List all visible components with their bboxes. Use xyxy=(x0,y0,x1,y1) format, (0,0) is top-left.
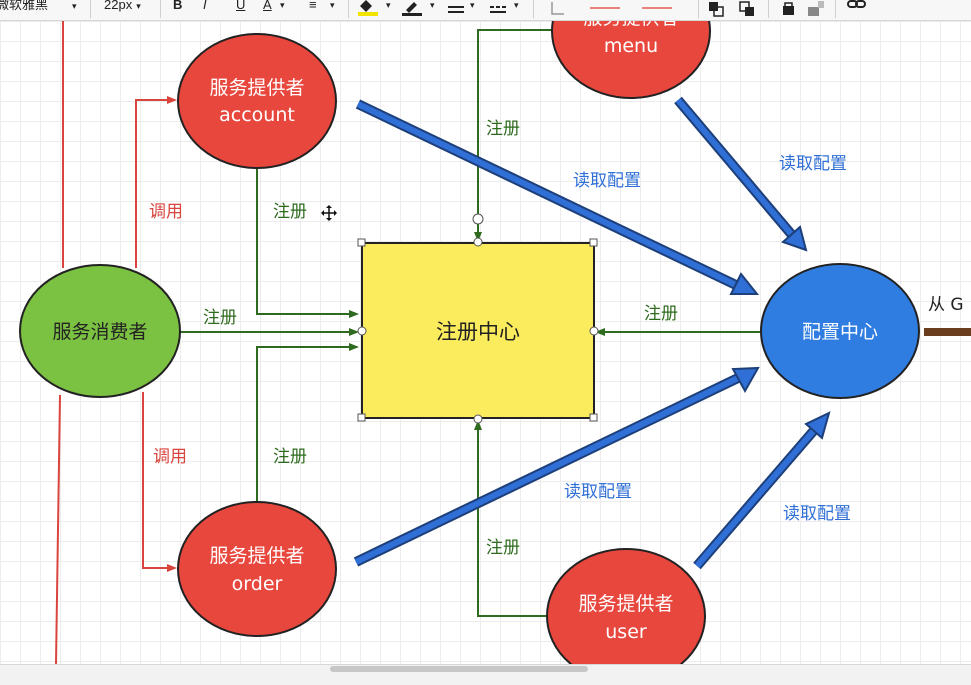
font-size-select[interactable]: 22px▾ xyxy=(104,0,141,12)
order-read-config-edge[interactable] xyxy=(353,366,760,567)
user-register-label: 注册 xyxy=(486,538,520,558)
git-source-line xyxy=(924,328,971,336)
config-center-label: 配置中心 xyxy=(802,321,878,343)
call-account-edge[interactable] xyxy=(135,96,177,268)
provider-user-node[interactable]: 服务提供者 user xyxy=(546,548,706,664)
connection-icon[interactable] xyxy=(588,0,622,18)
connection-icon[interactable] xyxy=(640,0,674,18)
provider-menu-title: 服务提供者 xyxy=(583,21,678,29)
align-left-icon[interactable]: ≡ xyxy=(309,0,317,12)
account-register-edge[interactable] xyxy=(256,168,359,318)
status-bar xyxy=(0,664,971,685)
scrollbar-thumb[interactable] xyxy=(330,666,588,672)
order-register-edge[interactable] xyxy=(256,343,359,503)
consumer-line-bottom xyxy=(55,394,61,664)
horizontal-scrollbar[interactable] xyxy=(0,664,971,674)
chevron-down-icon: ▾ xyxy=(72,1,77,11)
to-back-icon[interactable] xyxy=(738,0,758,18)
call-account-label: 调用 xyxy=(149,202,183,222)
chevron-down-icon: ▾ xyxy=(136,1,141,11)
selection-handles[interactable] xyxy=(357,213,599,424)
provider-order-title: 服务提供者 xyxy=(209,545,304,567)
config-register-label: 注册 xyxy=(644,304,678,324)
provider-menu-node[interactable]: 服务提供者 menu xyxy=(551,21,711,99)
menu-read-config-label: 读取配置 xyxy=(779,154,847,174)
chevron-down-icon: ▾ xyxy=(386,0,391,10)
user-register-edge[interactable] xyxy=(474,420,548,617)
link-icon[interactable] xyxy=(846,0,870,18)
call-order-edge[interactable] xyxy=(142,392,177,572)
chevron-down-icon: ▾ xyxy=(280,0,285,10)
diagram-canvas[interactable]: 注册中心 配置中心 服务消费者 服务提供者 account 服务提供者 orde… xyxy=(0,21,971,664)
dash-style-icon[interactable] xyxy=(488,0,510,18)
to-front-icon[interactable] xyxy=(707,0,727,18)
provider-user-name: user xyxy=(605,621,647,643)
chevron-down-icon: ▾ xyxy=(430,0,435,10)
chevron-down-icon: ▾ xyxy=(470,0,475,10)
consumer-label: 服务消费者 xyxy=(52,321,147,343)
account-register-label: 注册 xyxy=(273,202,307,222)
registry-node[interactable]: 注册中心 xyxy=(361,242,595,419)
underline-button[interactable]: U xyxy=(236,0,246,12)
menu-register-edge[interactable] xyxy=(474,29,552,242)
font-color-button[interactable]: A xyxy=(263,0,272,12)
lock-icon[interactable] xyxy=(780,0,798,18)
waypoint-icon[interactable] xyxy=(548,0,568,18)
provider-menu-name: menu xyxy=(604,35,658,57)
user-read-config-label: 读取配置 xyxy=(783,504,851,524)
italic-button[interactable]: I xyxy=(203,0,207,12)
from-git-label: 从 G xyxy=(928,295,964,315)
account-read-config-label: 读取配置 xyxy=(573,171,641,191)
consumer-register-label: 注册 xyxy=(203,308,237,328)
account-read-config-edge[interactable] xyxy=(355,99,760,295)
chevron-down-icon: ▾ xyxy=(330,0,335,10)
move-cursor-icon xyxy=(321,205,337,221)
provider-account-title: 服务提供者 xyxy=(209,77,304,99)
user-read-config-edge[interactable] xyxy=(693,411,831,570)
provider-order-name: order xyxy=(232,573,283,595)
config-center-node[interactable]: 配置中心 xyxy=(760,263,920,399)
registry-label: 注册中心 xyxy=(436,320,520,344)
bold-button[interactable]: B xyxy=(173,0,183,12)
font-family-select[interactable]: 微软雅黑▾ xyxy=(0,0,77,12)
format-toolbar: 微软雅黑▾ 22px▾ B I U A ▾ ≡ ▾ ▾ ▾ ▾ ▾ xyxy=(0,0,971,21)
call-order-label: 调用 xyxy=(153,447,187,467)
provider-account-name: account xyxy=(219,104,295,126)
order-read-config-label: 读取配置 xyxy=(564,482,632,502)
paint-bucket-icon[interactable] xyxy=(356,0,382,18)
provider-account-node[interactable]: 服务提供者 account xyxy=(177,33,337,169)
order-register-label: 注册 xyxy=(273,447,307,467)
menu-read-config-edge[interactable] xyxy=(674,96,808,252)
pencil-icon[interactable] xyxy=(400,0,426,18)
menu-register-label: 注册 xyxy=(486,119,520,139)
architecture-diagram: 注册中心 配置中心 服务消费者 服务提供者 account 服务提供者 orde… xyxy=(19,21,971,664)
provider-user-title: 服务提供者 xyxy=(578,593,673,615)
consumer-node[interactable]: 服务消费者 xyxy=(19,264,181,398)
provider-order-node[interactable]: 服务提供者 order xyxy=(177,501,337,637)
chevron-down-icon: ▾ xyxy=(514,0,519,10)
unlock-icon[interactable] xyxy=(806,0,826,18)
line-style-icon[interactable] xyxy=(446,0,468,18)
